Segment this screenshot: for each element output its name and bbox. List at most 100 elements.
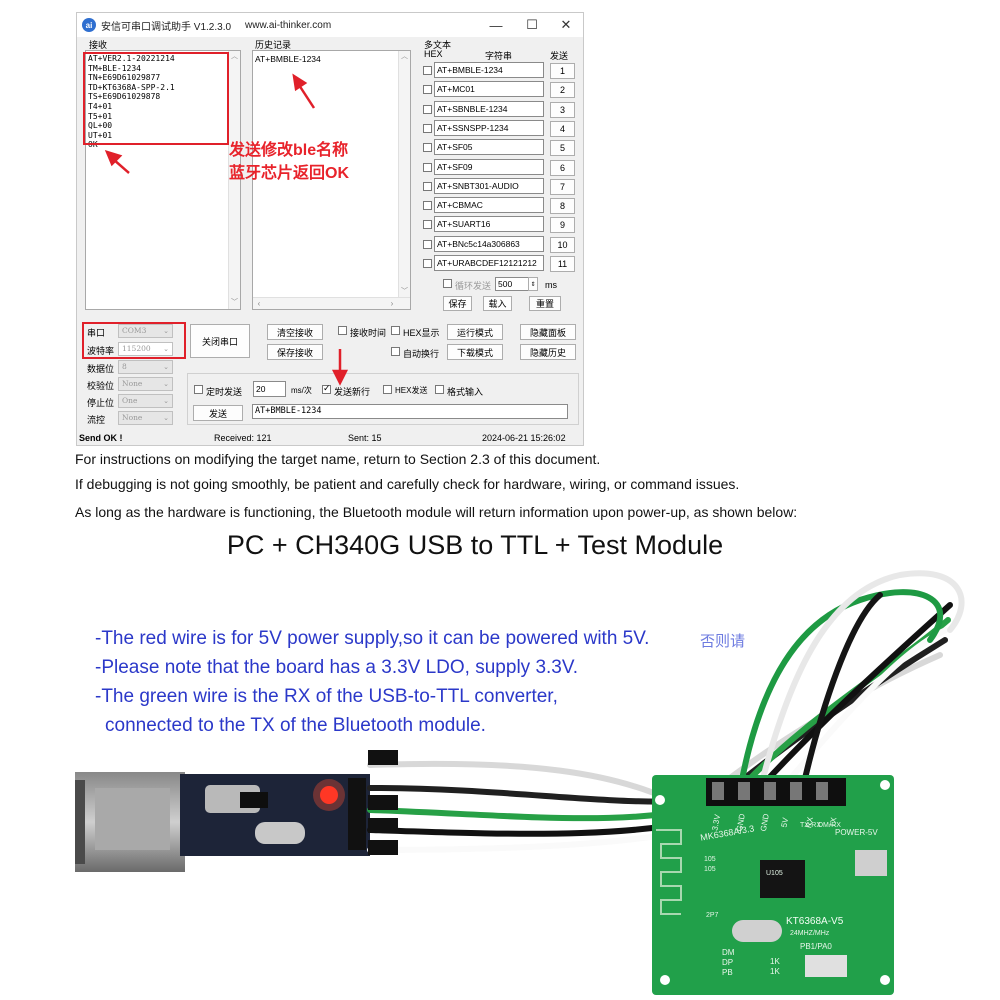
multitext-string-input[interactable]: AT+SSNSPP-1234 xyxy=(434,119,544,136)
history-hscrollbar[interactable]: ‹› xyxy=(253,297,410,309)
save-multitext-button[interactable]: 保存 xyxy=(443,296,472,311)
board-bottom-label: 1K xyxy=(770,957,780,966)
multitext-hex-checkbox[interactable] xyxy=(423,162,432,172)
hide-panel-button[interactable]: 隐藏面板 xyxy=(520,324,576,340)
loop-interval-spinner[interactable]: ⇕ xyxy=(528,277,538,291)
databits-value: 8 xyxy=(122,362,127,371)
multitext-string-input[interactable]: AT+SF05 xyxy=(434,139,544,156)
multitext-send-button[interactable]: 10 xyxy=(550,236,575,253)
multitext-string-input[interactable]: AT+URABCDEF12121212 xyxy=(434,255,544,271)
hex-send-checkbox[interactable] xyxy=(383,385,392,394)
multitext-string-input[interactable]: AT+SUART16 xyxy=(434,216,544,233)
download-mode-button[interactable]: 下载模式 xyxy=(447,344,503,360)
chevron-down-icon: ⌄ xyxy=(163,380,169,388)
timed-send-interval-input[interactable]: 20 xyxy=(253,381,286,397)
multitext-hex-checkbox[interactable] xyxy=(423,239,432,249)
multitext-send-header: 发送 xyxy=(550,51,569,61)
hide-history-button[interactable]: 隐藏历史 xyxy=(520,344,576,360)
ai-thinker-icon: ai xyxy=(82,18,96,32)
auto-wrap-checkbox[interactable] xyxy=(391,347,400,356)
multitext-hex-checkbox[interactable] xyxy=(423,104,432,114)
send-newline-checkbox[interactable] xyxy=(322,383,331,394)
load-multitext-button[interactable]: 载入 xyxy=(483,296,512,311)
format-input-checkbox[interactable] xyxy=(435,385,444,394)
arrow-icon xyxy=(331,349,349,386)
multitext-string-input[interactable]: AT+SNBT301-AUDIO xyxy=(434,177,544,194)
bluetooth-module-board xyxy=(652,775,894,995)
baud-select[interactable]: 115200⌄ xyxy=(118,342,173,356)
chevron-down-icon: ⌄ xyxy=(163,414,169,422)
flow-select[interactable]: None⌄ xyxy=(118,411,173,425)
loop-send-checkbox[interactable] xyxy=(443,279,452,288)
loop-send-label: 循环发送 xyxy=(455,281,492,291)
multitext-string-header: 字符串 xyxy=(485,51,513,61)
multitext-string-input[interactable]: AT+MC01 xyxy=(434,81,544,98)
multitext-send-button[interactable]: 11 xyxy=(550,256,575,272)
multitext-hex-checkbox[interactable] xyxy=(423,220,432,230)
window-url: www.ai-thinker.com xyxy=(245,19,332,31)
timed-send-checkbox[interactable] xyxy=(194,385,203,394)
multitext-send-button[interactable]: 3 xyxy=(550,101,575,118)
board-power-label: POWER-5V xyxy=(835,828,878,837)
multitext-send-button[interactable]: 9 xyxy=(550,217,575,234)
board-pin-label: 5V xyxy=(779,816,791,829)
clear-receive-button[interactable]: 清空接收 xyxy=(267,324,323,340)
history-list[interactable]: AT+BMBLE-1234 ︿﹀ ‹› xyxy=(252,50,411,310)
multitext-hex-checkbox[interactable] xyxy=(423,259,432,268)
multitext-send-button[interactable]: 6 xyxy=(550,159,575,176)
receive-line: TD+KT6368A-SPP-2.1 xyxy=(88,82,175,92)
header-pin xyxy=(368,795,398,810)
close-port-button[interactable]: 关闭串口 xyxy=(190,324,250,358)
board-silkscreen-label: U105 xyxy=(766,870,783,877)
stopbits-select[interactable]: One⌄ xyxy=(118,394,173,408)
history-label: 历史记录 xyxy=(255,40,292,50)
hex-display-checkbox[interactable] xyxy=(391,326,400,335)
multitext-hex-checkbox[interactable] xyxy=(423,181,432,191)
save-receive-button[interactable]: 保存接收 xyxy=(267,344,323,360)
send-input[interactable]: AT+BMBLE-1234 xyxy=(252,404,568,419)
send-button[interactable]: 发送 xyxy=(193,405,243,421)
chevron-down-icon: ⌄ xyxy=(163,327,169,335)
board-silkscreen-label: 2P7 xyxy=(706,912,719,919)
multitext-string-input[interactable]: AT+SF09 xyxy=(434,158,544,175)
multitext-string-input[interactable]: AT+BMBLE-1234 xyxy=(434,62,544,78)
format-input-label: 格式输入 xyxy=(447,387,484,397)
history-vscrollbar[interactable]: ︿﹀ xyxy=(398,51,410,298)
maximize-icon[interactable]: ☐ xyxy=(526,17,538,32)
multitext-send-button[interactable]: 7 xyxy=(550,178,575,195)
multitext-send-button[interactable]: 1 xyxy=(550,63,575,79)
multitext-send-button[interactable]: 4 xyxy=(550,120,575,137)
header-pin xyxy=(368,840,398,855)
multitext-string-input[interactable]: AT+CBMAC xyxy=(434,197,544,214)
multitext-send-button[interactable]: 8 xyxy=(550,198,575,215)
stopbits-value: One xyxy=(122,396,138,405)
databits-select[interactable]: 8⌄ xyxy=(118,360,173,374)
multitext-hex-checkbox[interactable] xyxy=(423,85,432,95)
multitext-hex-checkbox[interactable] xyxy=(423,123,432,133)
multitext-hex-checkbox[interactable] xyxy=(423,143,432,153)
receive-scrollbar[interactable]: ︿﹀ xyxy=(228,51,240,309)
multitext-send-button[interactable]: 2 xyxy=(550,82,575,99)
header-pin xyxy=(368,818,398,833)
multitext-send-button[interactable]: 5 xyxy=(550,140,575,157)
photo-note-1-tail: 否则请 xyxy=(700,633,746,650)
parity-select[interactable]: None⌄ xyxy=(118,377,173,391)
close-icon[interactable]: ✕ xyxy=(560,17,572,32)
port-select[interactable]: COM3⌄ xyxy=(118,324,173,338)
multitext-hex-checkbox[interactable] xyxy=(423,201,432,211)
minimize-icon[interactable]: — xyxy=(489,17,503,33)
receive-line: TM+BLE-1234 xyxy=(88,63,141,73)
hardware-photo: MK6368A/3.3 POWER-5V KT6368A-V5 24MHZ/MH… xyxy=(0,560,1000,1000)
timed-send-unit: ms/次 xyxy=(291,386,312,395)
multitext-hex-checkbox[interactable] xyxy=(423,66,432,75)
history-item[interactable]: AT+BMBLE-1234 xyxy=(255,54,321,64)
run-mode-button[interactable]: 运行模式 xyxy=(447,324,503,340)
receive-line: QL+00 xyxy=(88,121,113,131)
arrow-icon xyxy=(292,73,316,109)
receive-time-checkbox[interactable] xyxy=(338,326,347,335)
multitext-string-input[interactable]: AT+BNc5c14a306863 xyxy=(434,235,544,252)
board-pb-label: PB1/PA0 xyxy=(800,942,832,951)
reset-multitext-button[interactable]: 重置 xyxy=(529,296,561,311)
multitext-string-input[interactable]: AT+SBNBLE-1234 xyxy=(434,100,544,117)
